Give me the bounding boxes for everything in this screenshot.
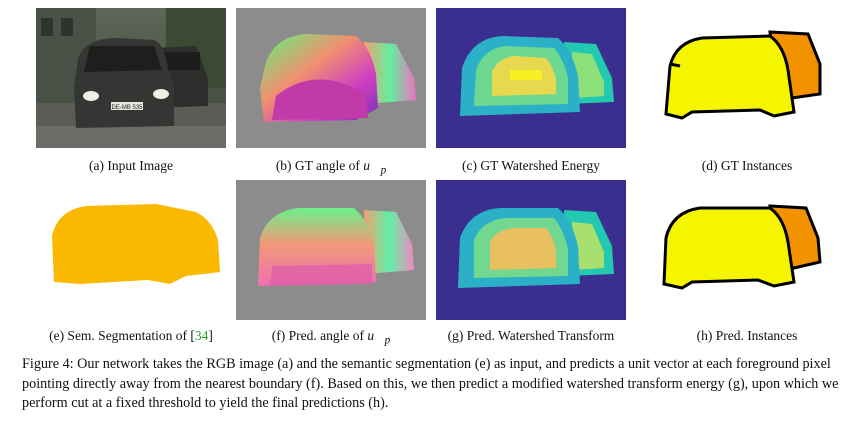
pred-angle-map xyxy=(236,180,426,320)
caption-f: (f) Pred. angle of u⃗p xyxy=(271,328,391,347)
caption-h: (h) Pred. Instances xyxy=(696,328,798,343)
caption-e: (e) Sem. Segmentation of [34] xyxy=(49,328,213,343)
street-photo: DE-MB 535 xyxy=(36,8,226,148)
panel-pred-watershed xyxy=(436,180,626,320)
caption-b: (b) GT angle of u⃗p xyxy=(275,158,387,177)
license-plate-text: DE-MB 535 xyxy=(111,105,143,111)
panel-gt-watershed xyxy=(436,8,626,148)
citation-link[interactable]: 34 xyxy=(194,328,209,343)
panel-input-image: DE-MB 535 xyxy=(36,8,226,148)
panel-sem-seg xyxy=(36,180,226,320)
gt-instances-mask xyxy=(664,30,822,120)
gt-angle-map xyxy=(236,8,426,148)
figure-caption: Figure 4: Our network takes the RGB imag… xyxy=(22,356,839,411)
pred-instances-mask xyxy=(662,204,822,290)
caption-d: (d) GT Instances xyxy=(701,158,793,173)
panel-pred-angle xyxy=(236,180,426,320)
gt-watershed-energy xyxy=(436,8,626,148)
panel-pred-instances xyxy=(652,180,842,320)
pred-watershed-transform xyxy=(436,180,626,320)
panel-gt-angle xyxy=(236,8,426,148)
semantic-segmentation-mask xyxy=(52,204,220,284)
caption-c: (c) GT Watershed Energy xyxy=(462,158,600,173)
caption-g: (g) Pred. Watershed Transform xyxy=(447,328,615,343)
panel-gt-instances xyxy=(652,8,842,148)
caption-a: (a) Input Image xyxy=(89,158,173,173)
